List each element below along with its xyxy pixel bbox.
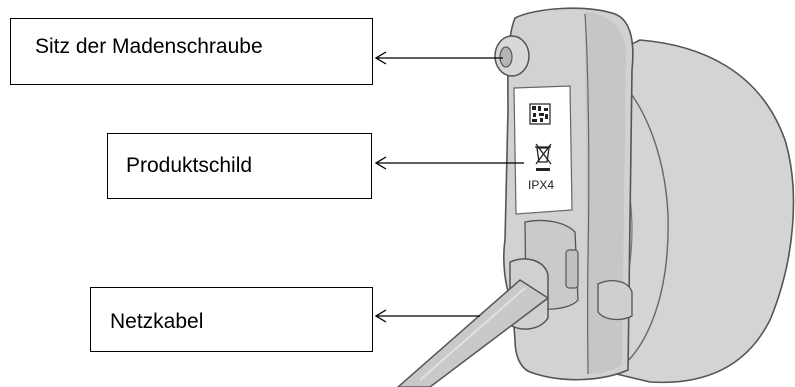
power-cable-highlight — [419, 287, 526, 381]
callout-power-cable: Netzkabel — [90, 287, 373, 352]
device-slot — [565, 249, 579, 289]
device-front-seam — [584, 13, 590, 375]
weee-bar — [536, 168, 550, 171]
weee-bin-icon — [535, 143, 552, 165]
device-rear-edge — [605, 69, 669, 371]
callout-set-screw-label: Sitz der Madenschraube — [35, 35, 263, 58]
device-clip — [597, 280, 633, 321]
callout-set-screw: Sitz der Madenschraube — [10, 18, 373, 85]
arrowhead-set-screw — [374, 51, 387, 65]
datamatrix-code — [529, 103, 551, 125]
callout-product-label: Produktschild — [107, 133, 372, 199]
product-plate — [513, 85, 573, 215]
arrowhead-power-cable — [374, 309, 387, 323]
arrowhead-product-label — [374, 156, 387, 170]
set-screw-hole — [499, 46, 513, 68]
ip-rating-text: IPX4 — [528, 178, 554, 192]
callout-power-cable-label: Netzkabel — [110, 310, 204, 333]
callout-product-label-text: Produktschild — [126, 154, 253, 177]
